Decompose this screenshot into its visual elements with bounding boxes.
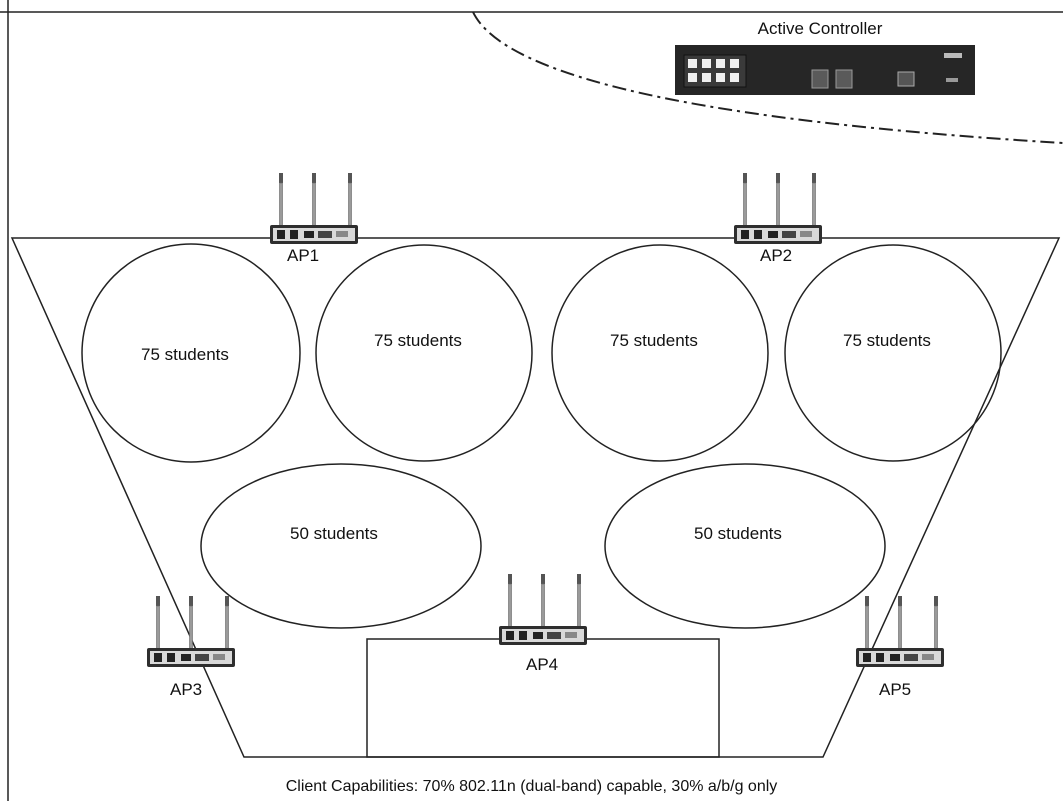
student-zone-4 — [784, 244, 1002, 462]
student-zone-5 — [200, 463, 482, 629]
room-outline — [10, 237, 1061, 758]
ap3-label: AP3 — [170, 680, 203, 699]
zone-4-label: 75 students — [843, 331, 931, 350]
controller-device — [675, 45, 975, 95]
zone-5-label: 50 students — [290, 524, 378, 543]
ap1-device — [269, 172, 359, 245]
student-zone-2 — [315, 244, 533, 462]
zone-3-label: 75 students — [610, 331, 698, 350]
ap4-device — [498, 573, 588, 646]
client-capabilities-caption: Client Capabilities: 70% 802.11n (dual-b… — [285, 778, 778, 795]
controller-label: Active Controller — [757, 19, 883, 38]
ap1-label: AP1 — [287, 246, 320, 265]
ap5-device — [855, 595, 945, 668]
zone-6-label: 50 students — [694, 524, 782, 543]
ap4-label: AP4 — [526, 655, 559, 674]
ap3-device — [146, 595, 236, 668]
ap5-label: AP5 — [879, 680, 912, 699]
student-zone-3 — [551, 244, 769, 462]
ap2-label: AP2 — [760, 246, 793, 265]
ap2-device — [733, 172, 823, 245]
student-zone-1 — [81, 243, 301, 463]
student-zone-6 — [604, 463, 886, 629]
zone-1-label: 75 students — [141, 345, 229, 364]
zone-2-label: 75 students — [374, 331, 462, 350]
controller-coverage-arc — [472, 11, 1063, 144]
